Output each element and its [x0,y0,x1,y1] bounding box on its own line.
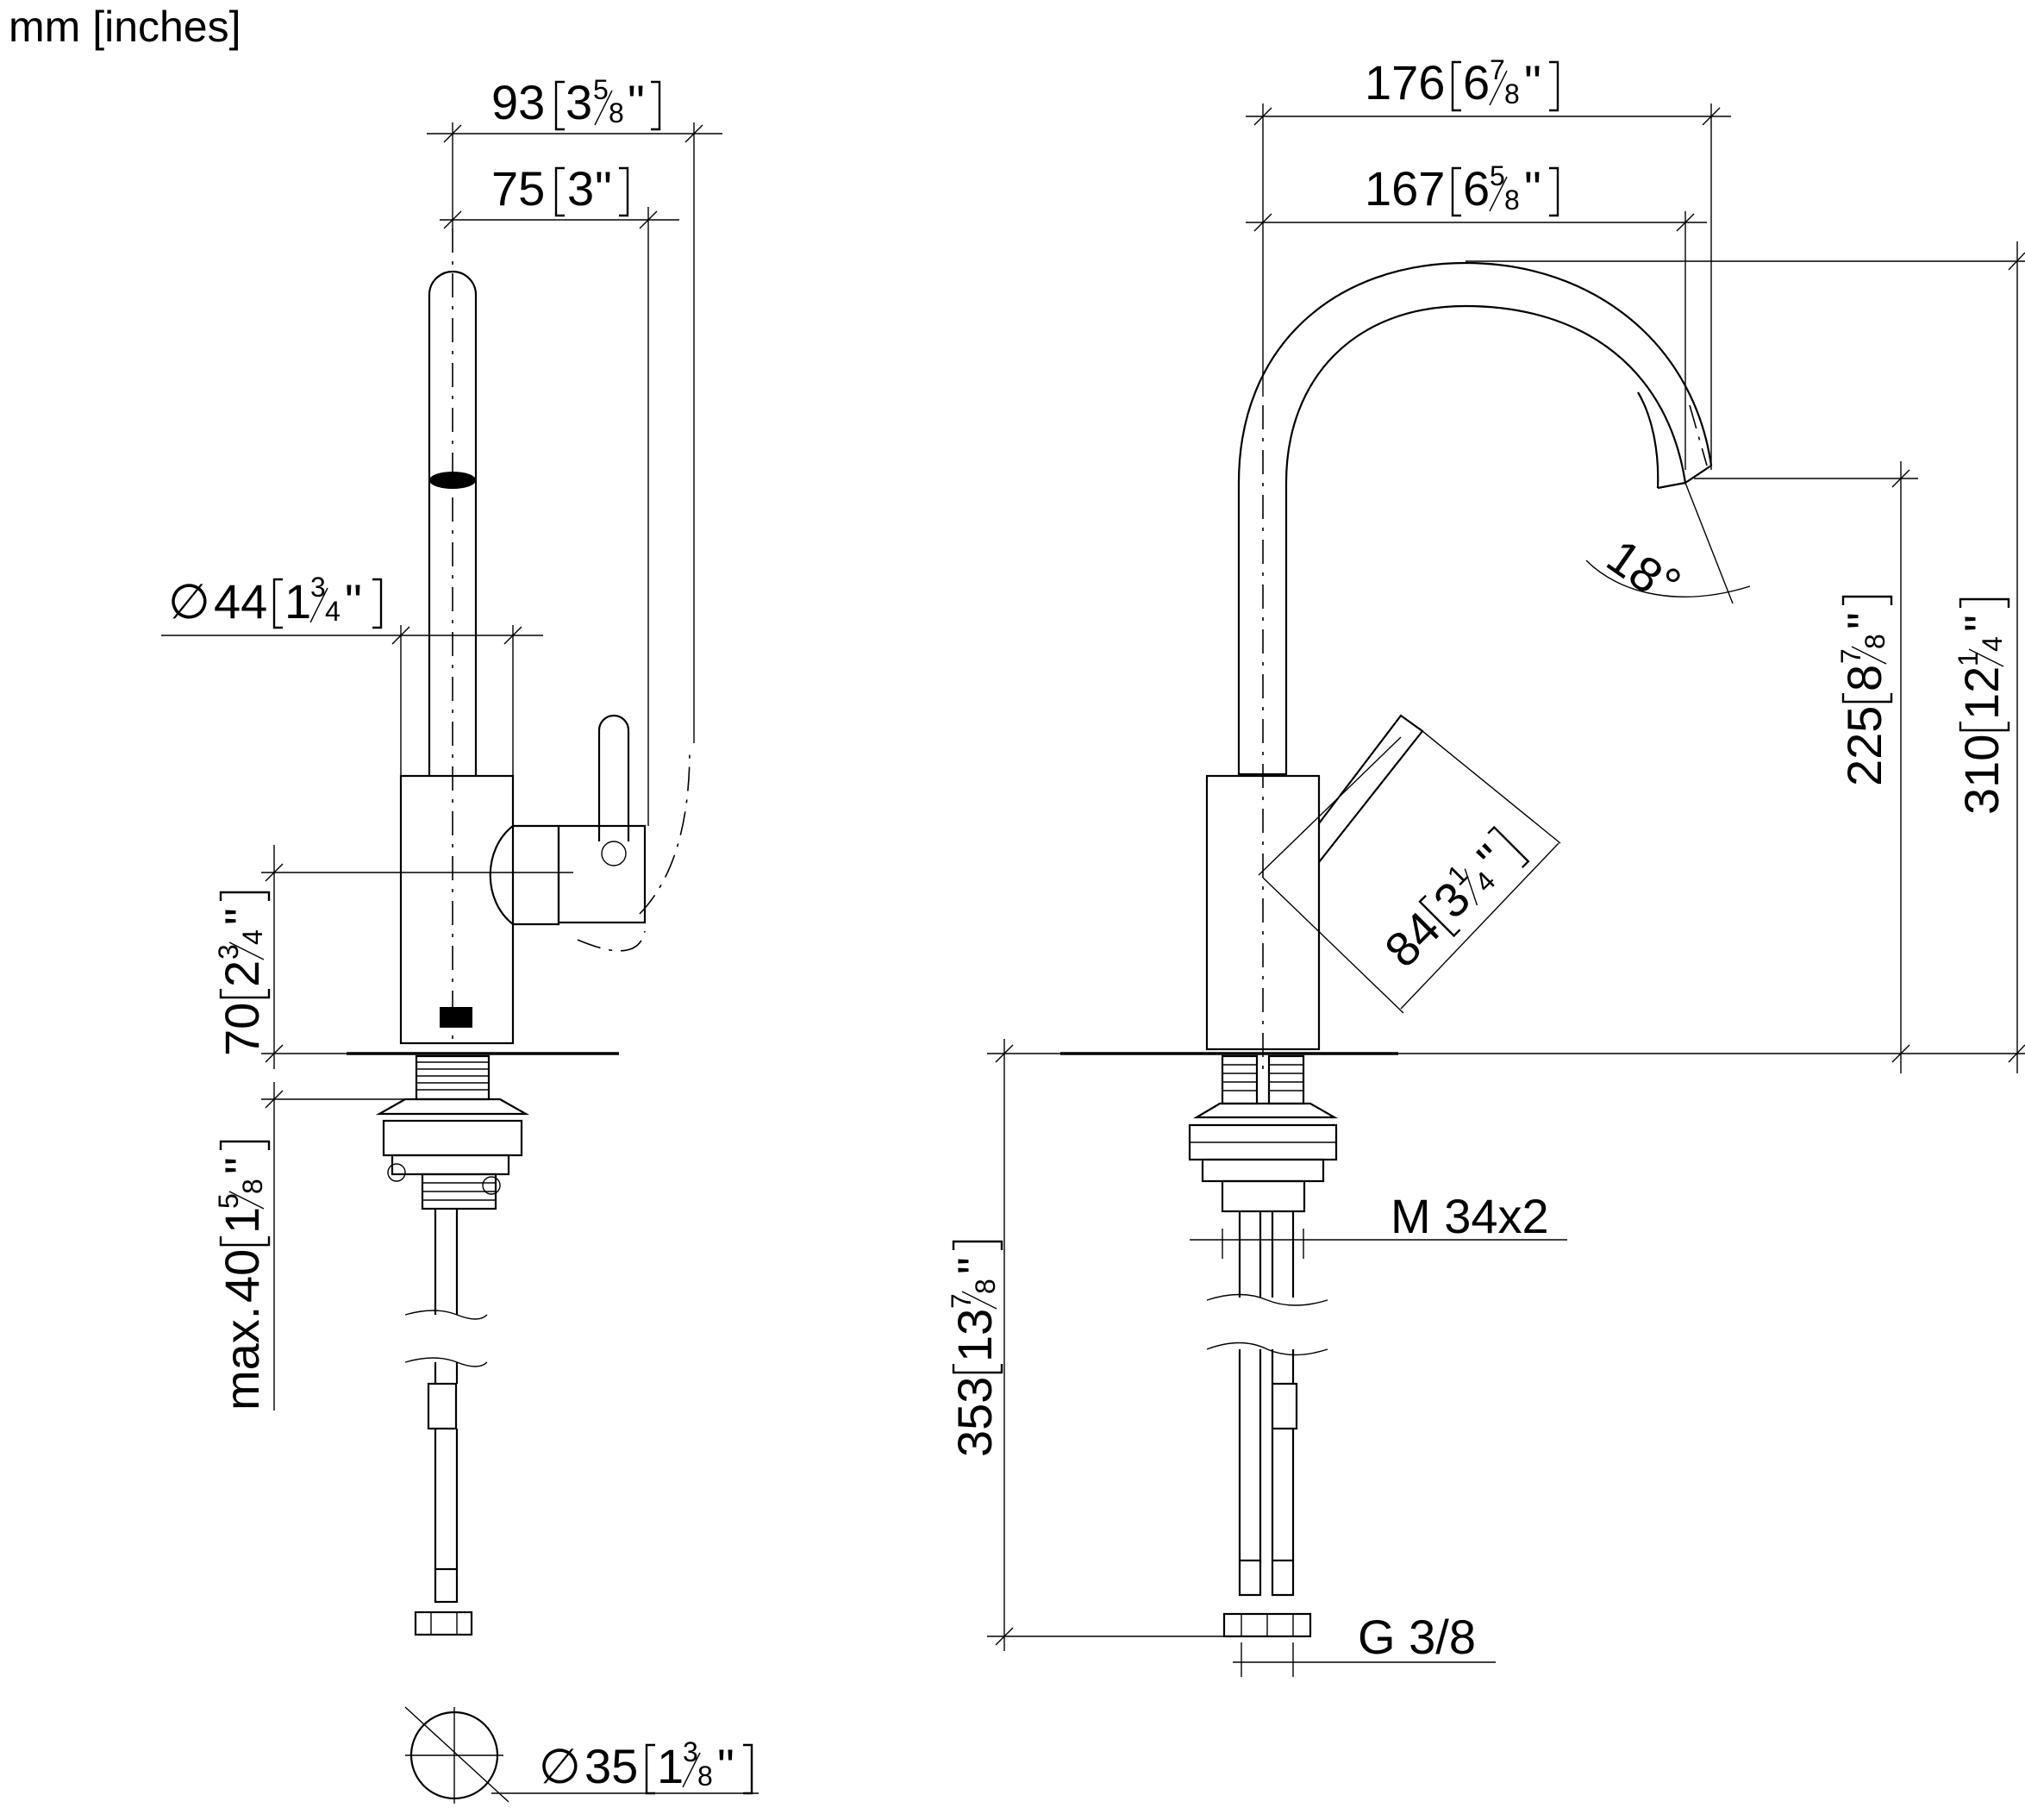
svg-text:1: 1 [1953,651,1984,666]
svg-text:3: 3 [310,572,326,603]
svg-text:6: 6 [1463,161,1490,216]
svg-text:8: 8 [609,97,624,128]
front-view [1060,261,1751,1638]
dim-handle-height: 70 2 3 4 " [213,891,271,1056]
svg-text:7: 7 [946,1293,977,1309]
dim-total-height: 310 12 1 4 " [1953,597,2010,815]
svg-text:∅: ∅ [168,574,210,629]
dim-hose-length: 353 13 7 8 " [946,1240,1003,1457]
svg-text:5: 5 [593,74,609,105]
svg-text:8: 8 [1504,185,1520,216]
dim-reach-spout: 167 6 5 8 " [1365,160,1559,217]
svg-text:2: 2 [215,960,269,987]
svg-text:167: 167 [1365,161,1445,216]
dim-hole-diameter: ∅ 35 1 3 8 " [539,1736,753,1795]
front-view-dimension-lines [987,103,2025,1677]
svg-text:176: 176 [1365,55,1445,109]
svg-text:8: 8 [237,1179,268,1194]
svg-text:4: 4 [237,929,268,945]
svg-text:1: 1 [215,1207,269,1234]
svg-text:8: 8 [697,1761,713,1792]
svg-text:": " [1524,55,1541,109]
svg-text:8: 8 [1859,634,1891,649]
dim-connection: G 3/8 [1358,1610,1476,1664]
svg-text:": " [628,75,645,129]
svg-text:4: 4 [325,596,341,627]
dim-max-thickness: max. 40 1 5 8 " [213,1140,271,1410]
svg-text:13: 13 [947,1309,1002,1362]
side-view-dimension-lines [161,122,759,1794]
svg-text:310: 310 [1954,735,2009,815]
svg-text:84: 84 [1374,901,1451,978]
svg-text:6: 6 [1463,55,1490,109]
svg-text:8: 8 [970,1279,1001,1294]
svg-text:": " [947,1257,1002,1274]
svg-text:3: 3 [566,75,592,129]
svg-text:": " [1837,612,1891,629]
svg-text:": " [1524,161,1541,216]
svg-text:8: 8 [1837,665,1891,691]
svg-text:70: 70 [215,1003,269,1056]
svg-text:75: 75 [491,161,545,216]
dim-width-spout: 75 3 " [491,161,629,217]
svg-text:35: 35 [584,1739,638,1793]
svg-text:3: 3 [567,161,594,216]
svg-text:7: 7 [1490,54,1505,85]
svg-text:5: 5 [1490,160,1505,191]
dim-width-overall: 93 3 5 8 " [491,74,661,131]
thread-lines [416,1061,489,1091]
dim-body-diameter: ∅ 44 1 3 4 " [168,572,383,629]
units-label: mm [inches] [9,3,241,51]
svg-text:1: 1 [657,1739,684,1793]
svg-text:93: 93 [491,75,545,129]
svg-text:4: 4 [1977,636,2008,652]
dim-reach-overall: 176 6 7 8 " [1365,54,1559,112]
svg-text:5: 5 [213,1193,244,1209]
svg-text:M 34x2: M 34x2 [1391,1189,1549,1243]
svg-text:": " [215,1157,269,1174]
svg-text:∅: ∅ [539,1739,581,1793]
svg-text:12: 12 [1954,666,2009,720]
svg-text:40: 40 [215,1249,269,1303]
svg-text:44: 44 [214,574,267,629]
svg-text:": " [345,574,362,629]
svg-text:": " [717,1739,734,1793]
svg-text:max.: max. [215,1306,269,1410]
svg-text:": " [215,908,269,925]
svg-text:225: 225 [1837,706,1891,786]
svg-text:353: 353 [947,1377,1002,1457]
dim-thread: M 34x2 [1391,1189,1549,1243]
svg-text:8: 8 [1504,78,1520,109]
dim-spout-height: 225 8 7 8 " [1835,595,1893,786]
svg-text:": " [595,161,612,216]
svg-text:1: 1 [284,574,311,629]
svg-text:G 3/8: G 3/8 [1358,1610,1476,1664]
svg-text:3: 3 [213,944,244,960]
svg-text:3: 3 [683,1736,698,1767]
side-view [347,228,691,1804]
dim-spout-angle: 18 ° [1597,528,1691,611]
svg-text:7: 7 [1835,648,1866,664]
svg-text:": " [1954,615,2009,632]
